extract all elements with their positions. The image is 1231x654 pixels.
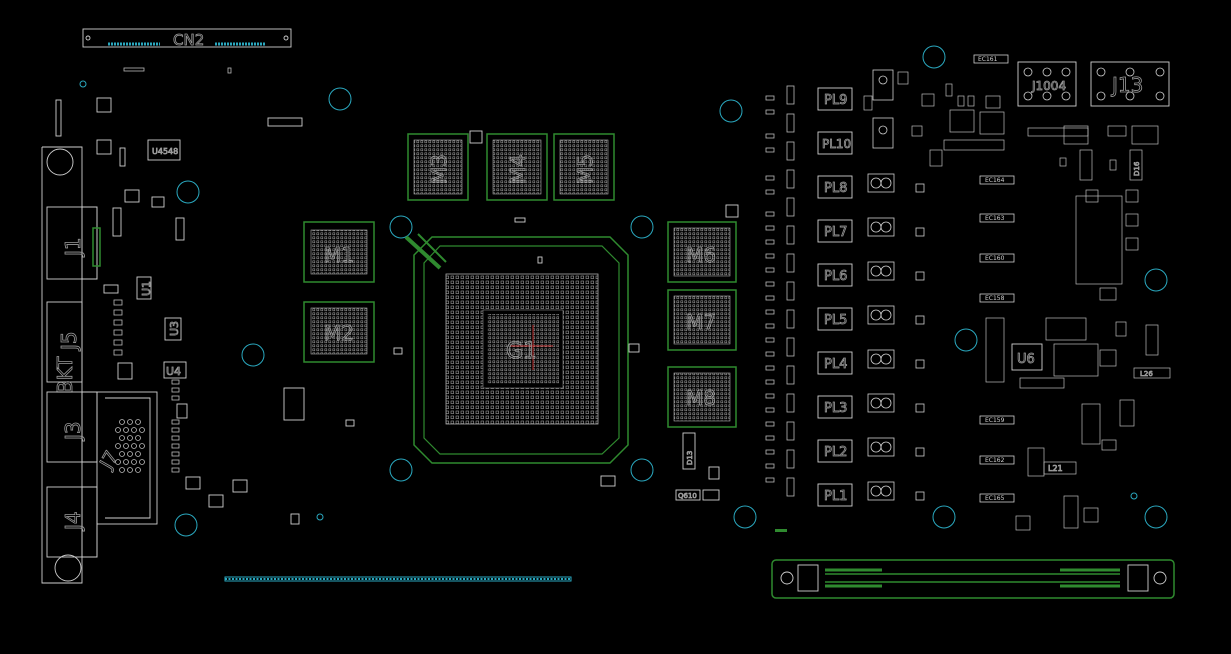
u1-label: U1	[140, 281, 153, 296]
vrm-inductors[interactable]	[817, 87, 853, 507]
m7-label: M7	[686, 310, 716, 334]
l21-label: L21	[1048, 464, 1063, 473]
left-resistor-column	[113, 67, 232, 473]
ec-caps	[973, 54, 1015, 503]
pwm-controller-u6[interactable]: U6	[1011, 343, 1043, 371]
svg-text:PL8: PL8	[824, 181, 847, 196]
svg-text:PL2: PL2	[824, 445, 847, 460]
sli-bridge-slot	[771, 559, 1175, 599]
ec-cap-labels: EC161 EC164 EC163 EC160 EC158 EC159 EC16…	[978, 56, 1005, 502]
inductor-pl2	[817, 439, 853, 463]
d16-label: D16	[1133, 161, 1141, 176]
u4548-label: U4548	[152, 147, 178, 156]
memory-chip-m4[interactable]: M4	[486, 133, 548, 201]
q610-label: Q610	[678, 492, 697, 500]
d13-label: D13	[686, 451, 694, 465]
gpu-decoupling-parts	[345, 130, 739, 501]
inductor-pl7	[817, 219, 853, 243]
connector-j1004[interactable]: J1004	[1017, 61, 1077, 107]
vrm-dashes	[765, 85, 795, 497]
m2-label: M2	[324, 321, 354, 345]
memory-chip-m3[interactable]: M3	[407, 133, 469, 201]
memory-chip-m6[interactable]: M6	[667, 221, 737, 283]
j4-label: J4	[61, 511, 85, 532]
mounting-holes	[79, 45, 1168, 537]
svg-text:EC161: EC161	[978, 56, 998, 63]
svg-text:EC162: EC162	[985, 457, 1005, 464]
svg-text:EC165: EC165	[985, 495, 1005, 502]
j3-label: J3	[61, 421, 85, 442]
top-right-passives	[863, 71, 1159, 203]
svg-text:PL1: PL1	[824, 489, 847, 504]
inductor-pl10	[817, 131, 853, 155]
bkt-label: BKT	[53, 356, 77, 394]
pcie-edge-connector	[224, 576, 572, 582]
inductor-pl1	[817, 483, 853, 507]
connector-cn2[interactable]: CN2	[82, 28, 292, 49]
svg-text:PL4: PL4	[824, 357, 847, 372]
svg-text:PL5: PL5	[824, 313, 847, 328]
u3-label: U3	[168, 321, 181, 336]
connector-j5[interactable]: J5 BKT	[46, 301, 83, 394]
left-small-components	[55, 97, 305, 525]
m3-label: M3	[427, 154, 451, 184]
m1-label: M1	[324, 243, 354, 267]
cn2-label: CN2	[173, 31, 204, 49]
svg-text:EC164: EC164	[985, 177, 1005, 184]
svg-text:PL6: PL6	[824, 269, 847, 284]
j1004-label: J1004	[1031, 79, 1066, 93]
inductor-pl9	[817, 87, 853, 111]
m4-label: M4	[506, 154, 530, 184]
svg-text:EC158: EC158	[985, 295, 1005, 302]
controller-passives	[985, 189, 1171, 531]
inductor-pl4	[817, 351, 853, 375]
inductor-pl6	[817, 263, 853, 287]
connector-j1[interactable]: J1	[46, 206, 101, 280]
inductor-pl5	[817, 307, 853, 331]
memory-chip-m1[interactable]: M1	[303, 221, 375, 283]
vrm-mosfets	[867, 69, 925, 501]
svg-text:PL10: PL10	[822, 137, 851, 151]
m5-label: M5	[573, 154, 597, 184]
inductor-pl8	[817, 175, 853, 199]
inductor-pl3	[817, 395, 853, 419]
connector-j4[interactable]: J4	[46, 486, 98, 558]
j5-label: J5	[57, 331, 81, 352]
svg-text:PL9: PL9	[824, 93, 847, 108]
u6-label: U6	[1017, 352, 1035, 367]
memory-chip-m7[interactable]: M7	[667, 289, 737, 351]
m8-label: M8	[686, 386, 716, 410]
svg-text:EC160: EC160	[985, 255, 1005, 262]
memory-chip-m5[interactable]: M5	[553, 133, 615, 201]
svg-text:EC163: EC163	[985, 215, 1005, 222]
svg-text:PL7: PL7	[824, 225, 847, 240]
bracket-outline	[41, 146, 83, 584]
g1-label: G1	[506, 339, 537, 364]
vrm-inductor-labels: PL9 PL10 PL8 PL7 PL6 PL5 PL4 PL3 PL2 PL1	[822, 93, 852, 505]
memory-chip-m2[interactable]: M2	[303, 301, 375, 363]
svg-text:EC159: EC159	[985, 417, 1005, 424]
m6-label: M6	[686, 243, 716, 267]
l26-label: L26	[1140, 370, 1153, 378]
connector-j13[interactable]: J13	[1090, 61, 1170, 107]
j13-label: J13	[1110, 73, 1143, 97]
svg-text:PL3: PL3	[824, 401, 847, 416]
u4-label: U4	[166, 365, 181, 378]
marker	[775, 529, 787, 532]
j1-label: J1	[61, 237, 85, 258]
gpu-g1[interactable]: G1	[404, 233, 629, 464]
memory-chip-m8[interactable]: M8	[667, 366, 737, 428]
